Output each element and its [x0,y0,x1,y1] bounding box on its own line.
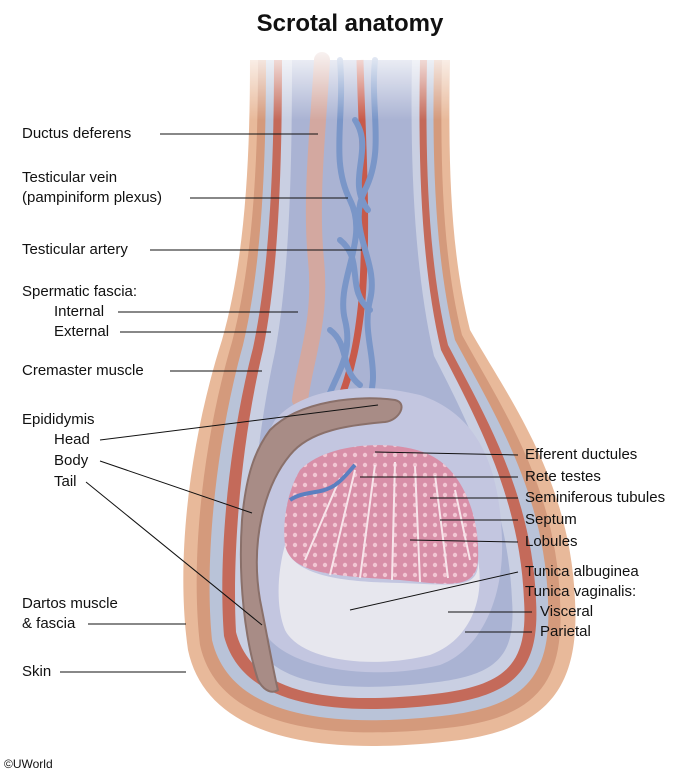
top-fade [200,40,500,120]
leader-body [99,460,253,514]
label-rete-testes: Rete testes [525,468,601,485]
label-epididymis: Epididymis [22,411,95,428]
leader-lobules [409,539,519,543]
leader-tail [85,481,263,626]
diagram-title: Scrotal anatomy [256,10,444,37]
rete-testis [288,463,357,502]
epididymis [239,397,403,693]
label-ductus-deferens: Ductus deferens [22,125,132,142]
label-lobules: Lobules [525,533,578,550]
label-pampiniform-plexus: (pampiniform plexus) [22,189,163,206]
label-tail: Tail [54,473,77,490]
leader-efferent [374,451,519,456]
label-dartos-muscle: Dartos muscle [22,595,118,612]
label-head: Head [54,431,90,448]
leader-albuginea [349,571,519,611]
copyright-credit: ©UWorld [4,757,53,771]
label-septum: Septum [525,511,577,528]
leader-head [99,404,379,441]
label-external: External [54,323,110,340]
leader-lines [60,133,532,673]
label-cremaster-muscle: Cremaster muscle [22,362,144,379]
label-internal: Internal [54,303,105,320]
testis-lobules [284,445,479,584]
label-seminiferous-tubules: Seminiferous tubules [525,489,666,506]
testicular-artery [336,59,369,402]
label-skin: Skin [22,663,52,680]
ductus-deferens [292,52,330,408]
label-testicular-artery: Testicular artery [22,241,128,258]
testis-septa [304,461,471,583]
label-body: Body [54,452,89,469]
label-spermatic-fascia: Spermatic fascia: [22,283,138,300]
label-tunica-albuginea: Tunica albuginea [525,563,639,580]
label-parietal: Parietal [540,623,591,640]
label-testicular-vein: Testicular vein [22,169,118,186]
label-and-fascia: & fascia [22,615,76,632]
label-tunica-vaginalis: Tunica vaginalis: [525,583,637,600]
label-efferent-ductules: Efferent ductules [525,446,638,463]
label-visceral: Visceral [540,603,594,620]
